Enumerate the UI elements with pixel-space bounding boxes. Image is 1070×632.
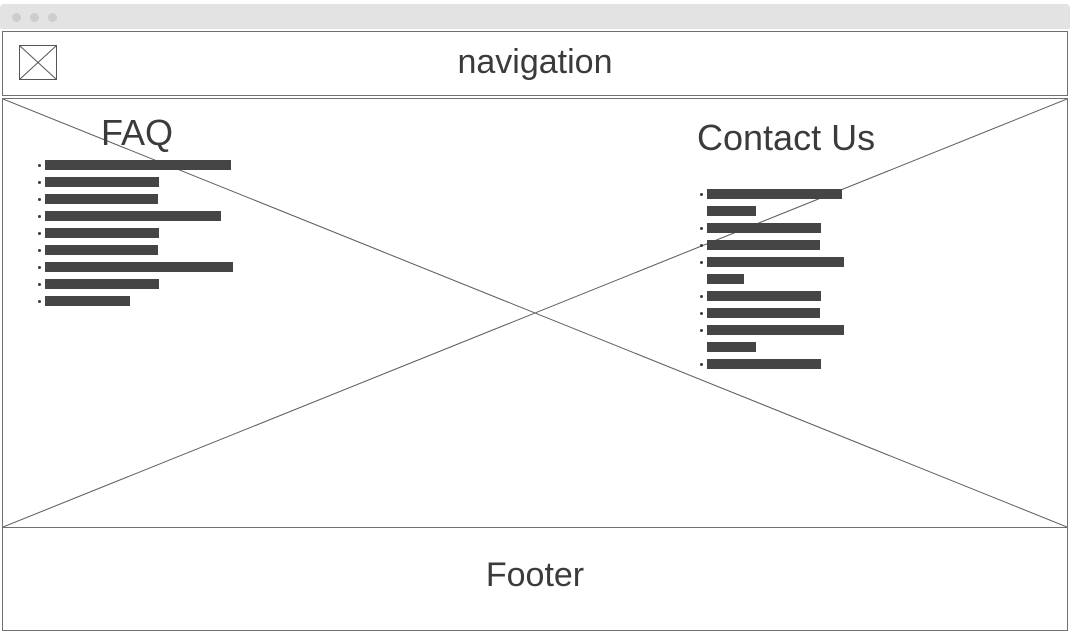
bullet-icon	[700, 244, 703, 247]
bullet-icon	[700, 329, 703, 332]
bullet-icon	[700, 261, 703, 264]
text-line-placeholder	[45, 177, 159, 187]
text-line-placeholder	[707, 291, 821, 301]
bullet-icon	[700, 312, 703, 315]
text-line-placeholder	[707, 223, 821, 233]
zoom-dot-icon[interactable]	[48, 13, 57, 22]
minimize-dot-icon[interactable]	[30, 13, 39, 22]
text-line-placeholder	[45, 160, 231, 170]
text-line-placeholder	[707, 189, 842, 199]
faq-heading: FAQ	[101, 112, 174, 153]
text-line-placeholder	[707, 240, 820, 250]
text-line-placeholder	[707, 257, 844, 267]
text-line-placeholder	[707, 308, 820, 318]
footer: Footer	[2, 527, 1068, 631]
bullet-icon	[38, 266, 41, 269]
text-line-placeholder	[707, 342, 756, 352]
bullet-icon	[700, 295, 703, 298]
text-line-placeholder	[707, 325, 844, 335]
text-line-placeholder	[45, 245, 158, 255]
text-line-placeholder	[707, 274, 744, 284]
bullet-icon	[38, 283, 41, 286]
bullet-icon	[700, 227, 703, 230]
text-line-placeholder	[45, 262, 233, 272]
footer-title: Footer	[485, 556, 585, 594]
close-dot-icon[interactable]	[12, 13, 21, 22]
image-placeholder-cross-icon	[3, 99, 1067, 527]
bullet-icon	[38, 198, 41, 201]
window-titlebar	[0, 4, 1070, 29]
navigation-title: navigation	[457, 43, 613, 81]
bullet-icon	[38, 232, 41, 235]
bullet-icon	[38, 164, 41, 167]
text-line-placeholder	[45, 211, 221, 221]
navigation-bar: navigation	[2, 31, 1068, 96]
text-line-placeholder	[707, 206, 756, 216]
bullet-icon	[700, 193, 703, 196]
bullet-icon	[38, 181, 41, 184]
bullet-icon	[38, 300, 41, 303]
text-line-placeholder	[45, 279, 159, 289]
bullet-icon	[38, 249, 41, 252]
text-line-placeholder	[45, 296, 130, 306]
text-line-placeholder	[45, 228, 159, 238]
contact-heading: Contact Us	[697, 117, 876, 158]
text-line-placeholder	[45, 194, 158, 204]
text-line-placeholder	[707, 359, 821, 369]
bullet-icon	[700, 363, 703, 366]
hero-image-placeholder: FAQ Contact Us	[2, 98, 1068, 528]
logo-placeholder-icon[interactable]	[19, 45, 57, 80]
bullet-icon	[38, 215, 41, 218]
